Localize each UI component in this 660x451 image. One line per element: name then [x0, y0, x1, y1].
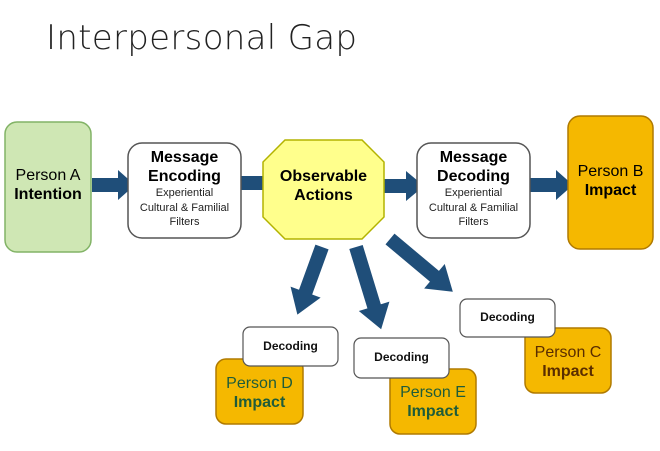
- person-e-name: Person E: [400, 384, 466, 401]
- arrow-decoding-to-b: [530, 170, 573, 200]
- decoding-title-2: Decoding: [437, 168, 510, 186]
- encoding-box: [127, 142, 242, 239]
- encoding-title-1: Message: [150, 149, 219, 166]
- person-d-name: Person D: [226, 375, 293, 392]
- person-c-impact: Impact: [542, 363, 594, 381]
- decoding-d-label: Decoding: [263, 339, 318, 353]
- decoding-d-box: [242, 326, 339, 367]
- person-d-label: Person D Impact: [216, 374, 303, 412]
- person-b-label: Person B Impact: [568, 162, 653, 200]
- encoding-sub-3: Filters: [169, 215, 200, 228]
- encoding-sub-1: Experiential: [155, 187, 214, 200]
- person-e-label: Person E Impact: [390, 383, 476, 421]
- person-d-impact: Impact: [233, 394, 286, 412]
- arrow-actions-to-e: [349, 244, 390, 330]
- arrow-a-to-encoding: [92, 170, 135, 200]
- actions-label: Observable Actions: [263, 167, 384, 205]
- page-title: Interpersonal Gap: [46, 18, 358, 58]
- person-b-impact: Impact: [584, 182, 637, 200]
- arrow-actions-to-decoding: [382, 171, 424, 201]
- decoding-sub-1: Experiential: [444, 187, 503, 200]
- arrow-actions-to-d: [290, 244, 329, 315]
- person-a-intention: Intention: [14, 186, 82, 204]
- decoding-c-box: [459, 298, 556, 338]
- person-c-box: [524, 327, 612, 394]
- actions-line-1: Observable: [279, 168, 368, 185]
- encoding-label: Message Encoding Experiential Cultural &…: [128, 148, 241, 229]
- arrow-actions-to-c: [385, 233, 453, 292]
- person-b-name: Person B: [577, 163, 644, 180]
- decoding-e-box: [353, 337, 450, 379]
- person-a-box: [4, 121, 92, 253]
- decoding-c-label: Decoding: [480, 310, 535, 324]
- person-a-label: Person A Intention: [5, 166, 91, 204]
- person-c-name: Person C: [534, 344, 602, 361]
- person-a-name: Person A: [15, 167, 81, 184]
- decoding-box: [416, 142, 531, 239]
- decoding-sub-3: Filters: [458, 215, 489, 228]
- decoding-label: Message Decoding Experiential Cultural &…: [417, 148, 530, 229]
- decoding-sub-2: Cultural & Familial: [428, 201, 519, 214]
- decoding-title-1: Message: [439, 149, 508, 166]
- person-c-label: Person C Impact: [525, 343, 611, 381]
- person-b-box: [567, 115, 654, 250]
- actions-line-2: Actions: [294, 187, 353, 205]
- actions-octagon: [262, 139, 385, 240]
- encoding-title-2: Encoding: [148, 168, 221, 186]
- decoding-e-label: Decoding: [374, 350, 429, 364]
- encoding-sub-2: Cultural & Familial: [139, 201, 230, 214]
- person-e-impact: Impact: [407, 403, 459, 421]
